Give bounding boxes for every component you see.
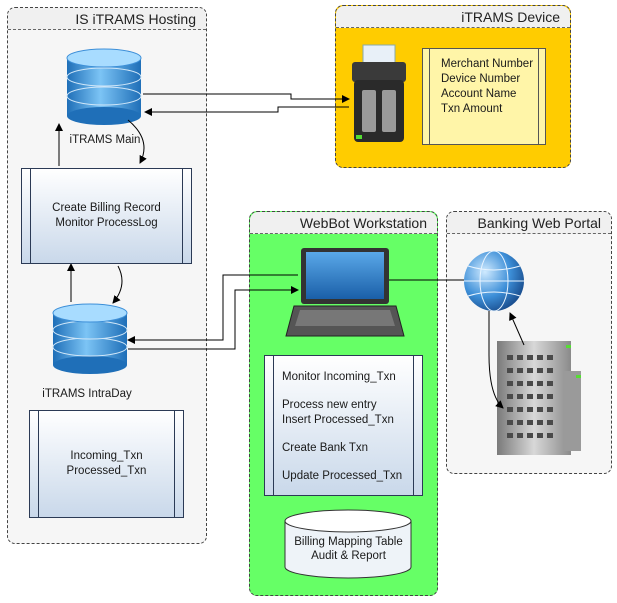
device-field-device-number: Device Number — [441, 73, 521, 85]
step-monitor-incoming: Monitor Incoming_Txn — [282, 371, 396, 383]
storage-label-billing-mapping: Billing Mapping Table — [294, 536, 403, 548]
webbot-steps-box: Monitor Incoming_Txn Process new entry I… — [264, 355, 423, 496]
device-field-merchant-number: Merchant Number — [441, 58, 534, 70]
printer-terminal-icon — [352, 44, 406, 142]
billing-mapping-storage-icon — [284, 509, 412, 579]
tables-line-2: Processed_Txn — [66, 465, 147, 477]
intraday-database-icon — [52, 303, 128, 374]
billing-to-intraday-arrow — [112, 265, 123, 304]
step-update-processed: Update Processed_Txn — [282, 470, 403, 482]
billing-line-1: Create Billing Record — [52, 202, 161, 214]
tables-line-1: Incoming_Txn — [70, 450, 143, 462]
device-field-account-name: Account Name — [441, 88, 517, 100]
intraday-db-label: iTRAMS IntraDay — [42, 388, 132, 400]
main-to-device-arrow — [143, 93, 350, 103]
webbot-title: WebBot Workstation — [250, 212, 437, 234]
main-database-icon — [66, 48, 142, 125]
step-process-new-entry: Process new entry — [282, 399, 377, 411]
storage-label-audit-report: Audit & Report — [311, 550, 386, 562]
step-insert-processed: Insert Processed_Txn — [282, 414, 394, 426]
connectors — [55, 93, 525, 409]
billing-line-2: Monitor ProcessLog — [55, 217, 158, 229]
billing-process-box: Create Billing Record Monitor ProcessLog — [21, 168, 192, 264]
bank-building-icon — [497, 341, 581, 455]
intraday-to-laptop-arrow — [128, 286, 299, 350]
device-to-main-arrow — [144, 106, 349, 116]
device-fields-box: Merchant Number Device Number Account Na… — [422, 48, 546, 145]
main-db-label: iTRAMS Main — [69, 134, 141, 146]
laptop-icon — [285, 248, 405, 337]
bank-group: Banking Web Portal — [446, 211, 612, 474]
laptop-to-intraday-arrow — [127, 274, 298, 344]
device-title: iTRAMS Device — [336, 6, 570, 28]
hosting-title: IS iTRAMS Hosting — [8, 8, 206, 30]
bank-title: Banking Web Portal — [447, 212, 611, 234]
device-field-txn-amount: Txn Amount — [441, 103, 503, 115]
tables-box: Incoming_Txn Processed_Txn — [29, 410, 184, 518]
globe-to-bank-arrow — [488, 311, 504, 409]
main-to-billing-arrow — [127, 119, 147, 164]
bank-to-globe-arrow — [509, 312, 525, 346]
step-create-bank-txn: Create Bank Txn — [282, 442, 369, 454]
globe-icon — [464, 250, 524, 312]
